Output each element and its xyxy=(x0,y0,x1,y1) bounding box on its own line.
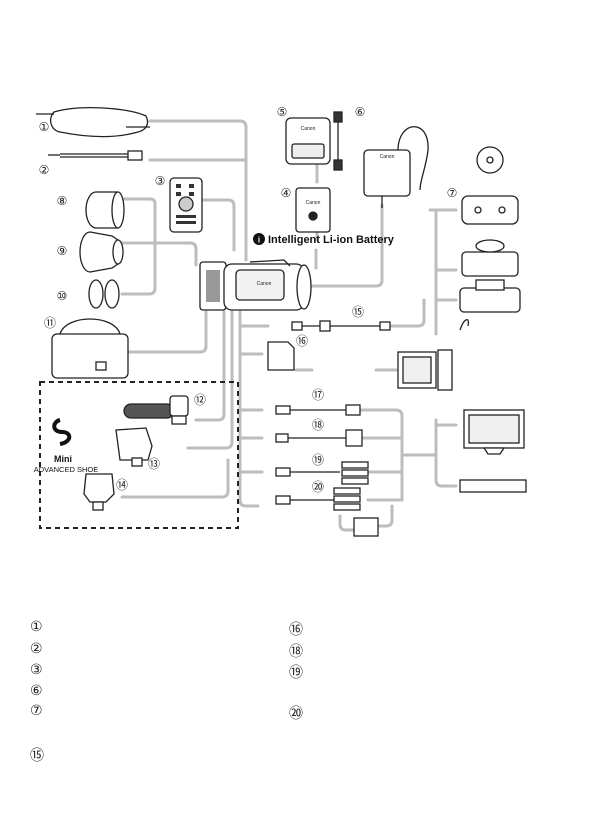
battery-label-group: i Intelligent Li-ion Battery xyxy=(253,233,395,246)
legend-left-4: ⑥ xyxy=(30,683,43,699)
mini-advanced-shoe-logo: Mini ADVANCED SHOE xyxy=(34,418,98,474)
callout-2: ② xyxy=(39,163,50,177)
battery-pack: Canon xyxy=(295,187,331,233)
legend-right-1: ⑯ xyxy=(289,622,303,638)
legend-left-1: ① xyxy=(30,619,43,635)
callout-6: ⑥ xyxy=(355,105,366,119)
av-cable xyxy=(275,461,369,485)
callout-numbers: ① ② ③ ④ ⑤ ⑥ ⑦ ⑧ ⑨ ⑩ ⑪ ⑫ ⑬ ⑭ ⑮ ⑯ ⑰ ⑱ ⑲ ⑳ xyxy=(39,105,458,494)
callout-7: ⑦ xyxy=(447,186,458,200)
camcorder-brand: Canon xyxy=(257,281,272,287)
callout-19: ⑲ xyxy=(312,453,324,467)
mini-shoe-line2: ADVANCED SHOE xyxy=(34,465,98,474)
legend-left-2: ② xyxy=(30,641,43,657)
callout-3: ③ xyxy=(155,174,166,188)
adapter-brand: Canon xyxy=(380,154,395,160)
memory-card xyxy=(267,341,295,371)
video-flash xyxy=(83,473,115,511)
video-recorder xyxy=(459,479,527,493)
legend-right-3: ⑲ xyxy=(289,665,303,681)
battery-label: Intelligent Li-ion Battery xyxy=(268,234,395,246)
callout-16: ⑯ xyxy=(296,334,308,348)
television xyxy=(463,409,525,455)
callout-10: ⑩ xyxy=(57,289,68,303)
video-light xyxy=(115,427,153,467)
camcorder: Canon xyxy=(199,259,312,311)
dvd-burner xyxy=(461,195,519,225)
disc-icon xyxy=(476,146,504,174)
remote-controller xyxy=(169,177,203,233)
battery-brand: Canon xyxy=(306,200,321,206)
callout-14: ⑭ xyxy=(116,478,128,492)
callout-12: ⑫ xyxy=(194,393,206,407)
mini-shoe-line1: Mini xyxy=(54,454,72,464)
surround-microphone xyxy=(123,395,189,425)
legend-right-4: ⑳ xyxy=(289,706,303,722)
mini-shoe-frame xyxy=(39,381,239,529)
usb-cable xyxy=(291,320,391,332)
filter-set xyxy=(88,279,120,309)
callout-17: ⑰ xyxy=(312,388,324,402)
battery-charger: Canon xyxy=(285,117,331,165)
legend-left-5: ⑦ xyxy=(30,703,43,719)
svg-text:i: i xyxy=(258,236,260,245)
hdmi-cable xyxy=(275,404,361,416)
shoulder-strap xyxy=(36,106,150,138)
legend-right-2: ⑱ xyxy=(289,644,303,660)
soft-case xyxy=(51,318,129,379)
stereo-video-cable xyxy=(275,487,361,511)
callout-9: ⑨ xyxy=(57,244,68,258)
scart-adapter xyxy=(353,517,379,537)
callout-15: ⑮ xyxy=(352,305,364,319)
compact-printer xyxy=(461,239,519,277)
callout-11: ⑪ xyxy=(44,316,56,330)
charger-power-cord xyxy=(333,111,343,171)
legend-left-6: ⑮ xyxy=(30,748,44,764)
wide-converter xyxy=(85,191,125,229)
callout-13: ⑬ xyxy=(148,457,160,471)
callout-8: ⑧ xyxy=(57,194,68,208)
callout-18: ⑱ xyxy=(312,418,324,432)
component-cable xyxy=(275,429,363,447)
callout-1: ① xyxy=(39,120,50,134)
inkjet-printer xyxy=(459,279,521,331)
legend-left-3: ③ xyxy=(30,662,43,678)
tele-converter xyxy=(79,231,124,273)
callout-20: ⑳ xyxy=(312,480,324,494)
compact-power-adapter: Canon xyxy=(363,126,429,208)
wrist-strap xyxy=(48,150,143,161)
charger-brand: Canon xyxy=(301,126,316,132)
computer xyxy=(397,349,453,391)
callout-4: ④ xyxy=(281,186,292,200)
callout-5: ⑤ xyxy=(277,105,288,119)
connector-lines xyxy=(118,119,458,532)
